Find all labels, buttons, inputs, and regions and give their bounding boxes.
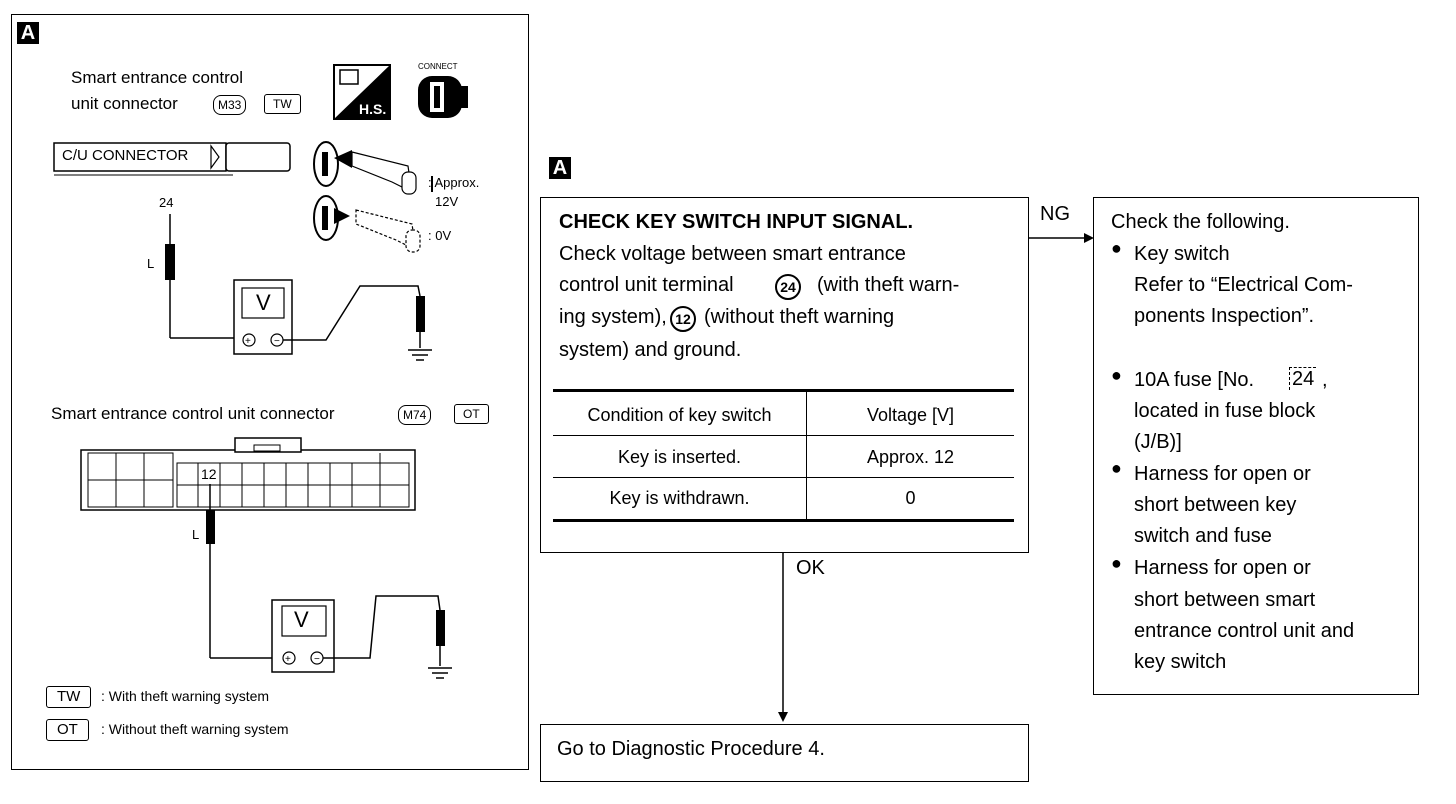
- svg-text:−: −: [274, 336, 280, 347]
- connector-plug-icon: [414, 72, 474, 122]
- voltage-table: Condition of key switch Voltage [V] Key …: [553, 389, 1014, 523]
- ng-item1-line3: ponents Inspection”.: [1134, 305, 1315, 327]
- key-zero: : 0V: [428, 228, 452, 243]
- connect-label: CONNECT: [418, 62, 458, 71]
- flow-arrows: [770, 200, 1100, 730]
- terminal-24-label: 24: [159, 195, 174, 210]
- table-row-2-condition: Key is withdrawn.: [609, 488, 750, 508]
- ng-title: Check the following.: [1111, 211, 1290, 233]
- table-header-voltage: Voltage [V]: [866, 405, 955, 425]
- check-title: CHECK KEY SWITCH INPUT SIGNAL.: [559, 211, 914, 233]
- table-row-2-voltage: 0: [905, 488, 916, 508]
- flow-letter: A: [549, 157, 571, 179]
- ng-item3-line2: short between key: [1134, 494, 1297, 516]
- connector2-diagram: [80, 435, 420, 525]
- bullet-4: ●: [1111, 553, 1122, 573]
- check-box: [540, 197, 1029, 553]
- connector1-code: M33: [213, 95, 247, 115]
- ng-item3-line3: switch and fuse: [1134, 525, 1272, 547]
- check-body-line2b: (with theft warn-: [817, 274, 960, 296]
- check-body-line1: Check voltage between smart entrance: [559, 243, 906, 265]
- bullet-3: ●: [1111, 458, 1122, 478]
- ng-item4-line4: key switch: [1134, 651, 1227, 673]
- ok-box-text: Go to Diagnostic Procedure 4.: [557, 738, 825, 760]
- connector1-title-line1: Smart entrance control: [71, 68, 243, 87]
- cu-connector-label: C/U CONNECTOR: [62, 147, 189, 164]
- connector2-title: Smart entrance control unit connector: [51, 404, 335, 423]
- cu-connector: [53, 140, 293, 178]
- key-approx-line2: 12V: [435, 194, 459, 209]
- table-header-condition: Condition of key switch: [587, 405, 772, 425]
- bottom-meter-circuit: + −: [190, 482, 470, 682]
- hs-icon: [333, 64, 391, 120]
- ng-item2-line1a: 10A fuse [No.: [1134, 369, 1255, 391]
- key-approx-line1: : Approx.: [428, 175, 480, 190]
- ng-item1-line2: Refer to “Electrical Com-: [1134, 274, 1353, 296]
- legend-ot-tag: OT: [46, 719, 89, 741]
- legend-ot-text: : Without theft warning system: [101, 721, 289, 737]
- ok-label: OK: [796, 557, 825, 579]
- ng-item2-line1b: ,: [1322, 369, 1328, 391]
- check-body-line4: system) and ground.: [559, 339, 742, 361]
- legend-tw-text: : With theft warning system: [101, 688, 270, 704]
- meter-label-top: V: [256, 290, 271, 315]
- svg-text:+: +: [245, 336, 251, 347]
- check-body-line3a: ing system),: [559, 306, 667, 328]
- connector2-code: M74: [398, 405, 432, 425]
- ng-item4-line1: Harness for open or: [1134, 557, 1311, 579]
- hs-label: H.S.: [359, 101, 387, 117]
- table-row-1-condition: Key is inserted.: [617, 447, 742, 467]
- terminal-12-label: 12: [201, 466, 217, 482]
- ng-label: NG: [1040, 203, 1070, 225]
- connector1-title-line2: unit connector: [71, 94, 178, 113]
- ng-item2-line2: located in fuse block: [1134, 400, 1316, 422]
- bullet-2: ●: [1111, 365, 1122, 385]
- check-body-line3b: (without theft warning: [704, 306, 895, 328]
- ng-box: [1093, 197, 1419, 695]
- ok-box: [540, 724, 1029, 782]
- check-circle-12: 12: [670, 306, 696, 332]
- check-body-line2a: control unit terminal: [559, 274, 734, 296]
- bullet-1: ●: [1111, 238, 1122, 258]
- check-circle-24: 24: [775, 274, 801, 300]
- svg-text:−: −: [314, 654, 320, 665]
- ng-item1-title: Key switch: [1134, 243, 1230, 265]
- connector1-tag: TW: [264, 94, 301, 114]
- ng-item3-line1: Harness for open or: [1134, 463, 1311, 485]
- ng-item4-line2: short between smart: [1134, 589, 1316, 611]
- wire-l-top: L: [147, 256, 155, 271]
- table-row-1-voltage: Approx. 12: [866, 447, 955, 467]
- svg-text:+: +: [285, 654, 291, 665]
- ng-item2-fuse-no: 24: [1289, 367, 1317, 390]
- wire-l-bottom: L: [192, 527, 200, 542]
- ng-item2-line3: (J/B)]: [1134, 431, 1182, 453]
- meter-label-bottom: V: [294, 607, 309, 632]
- legend-tw-tag: TW: [46, 686, 92, 708]
- panel-letter: A: [17, 22, 39, 44]
- key-inserted-icon: [312, 136, 437, 206]
- ng-item4-line3: entrance control unit and: [1134, 620, 1355, 642]
- connector2-tag: OT: [454, 404, 489, 424]
- top-meter-circuit: + −: [150, 210, 450, 370]
- key-withdrawn-icon: [312, 192, 437, 262]
